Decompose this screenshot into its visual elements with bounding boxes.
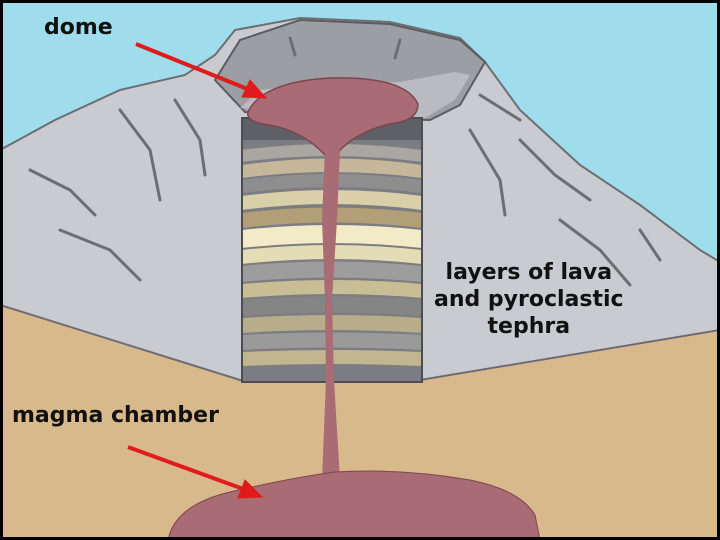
layers-label-line3: tephra — [487, 314, 571, 339]
magma-chamber — [167, 470, 541, 540]
magma-chamber-arrow — [127, 445, 264, 499]
layers-label-line2: and pyroclastic — [434, 287, 624, 312]
layers-label: layers of lava and pyroclastic tephra — [434, 259, 624, 340]
magma-chamber-label: magma chamber — [12, 403, 219, 428]
dome-arrow — [135, 42, 268, 99]
layers-label-line1: layers of lava — [445, 260, 613, 285]
magma-system — [167, 77, 541, 540]
dome-label: dome — [44, 15, 113, 40]
lava-dome — [247, 77, 419, 172]
magma-conduit — [322, 150, 340, 480]
cone-fissures — [28, 36, 662, 287]
